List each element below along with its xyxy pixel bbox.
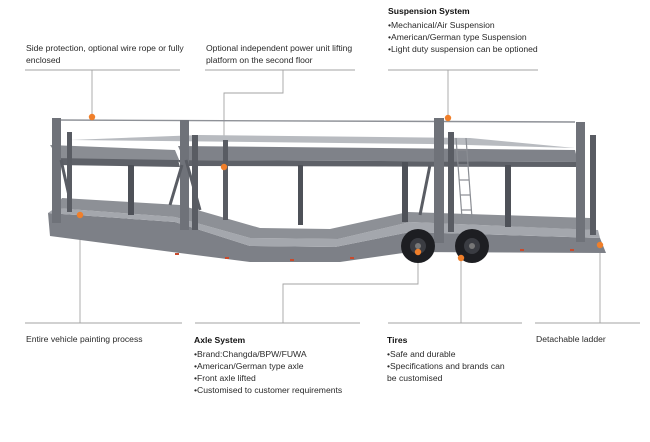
painting-text: Entire vehicle painting process (26, 334, 143, 344)
power-unit-text: Optional independent power unit lifting … (206, 43, 353, 65)
axle-title: Axle System (194, 335, 246, 345)
axle-item: Front axle lifted (194, 372, 364, 384)
axle-item: Brand:Changda/BPW/FUWA (194, 348, 364, 360)
wheels (401, 229, 489, 263)
painting-note: Entire vehicle painting process (26, 333, 186, 345)
side-lights (175, 249, 574, 261)
axle-note: Axle System Brand:Changda/BPW/FUWA Ameri… (194, 334, 364, 396)
tires-item: Safe and durable (387, 348, 512, 360)
side-protection-text: Side protection, optional wire rope or f… (26, 43, 184, 65)
tires-item: Specifications and brands can be customi… (387, 360, 512, 384)
tires-note: Tires Safe and durable Specifications an… (387, 334, 512, 384)
power-unit-note: Optional independent power unit lifting … (206, 42, 364, 66)
leader-lines (25, 69, 640, 324)
axle-item: American/German type axle (194, 360, 364, 372)
suspension-item: American/German type Suspension (388, 31, 553, 43)
suspension-item: Light duty suspension can be optioned (388, 43, 553, 55)
ladder-text: Detachable ladder (536, 334, 606, 344)
axle-item: Customised to customer requirements (194, 384, 364, 396)
ladder-note: Detachable ladder (536, 333, 644, 345)
side-protection-note: Side protection, optional wire rope or f… (26, 42, 186, 66)
callout-markers (76, 113, 604, 262)
tires-title: Tires (387, 335, 408, 345)
suspension-note: Suspension System Mechanical/Air Suspens… (388, 5, 553, 55)
trailer-frame (48, 118, 606, 262)
suspension-item: Mechanical/Air Suspension (388, 19, 553, 31)
suspension-title: Suspension System (388, 6, 470, 16)
